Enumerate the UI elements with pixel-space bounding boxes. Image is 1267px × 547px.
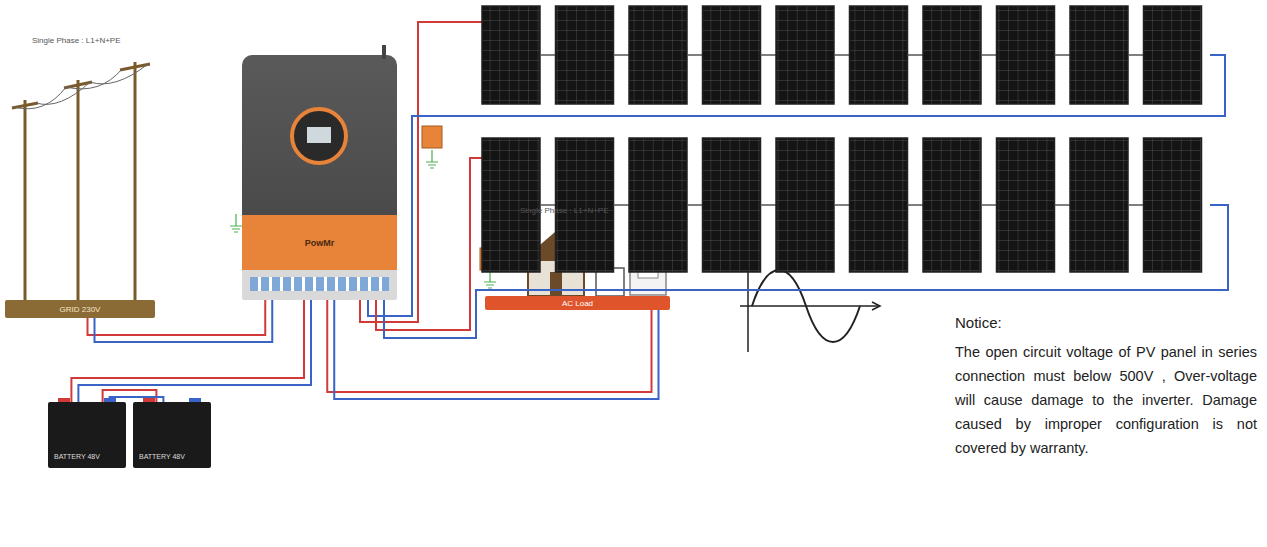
sine-curve	[752, 270, 860, 342]
dc-breaker	[422, 126, 442, 148]
ground-symbol	[230, 214, 242, 232]
panel-link	[981, 54, 997, 56]
antenna	[382, 45, 386, 59]
panel-link	[614, 54, 630, 56]
pv-panel	[776, 6, 834, 104]
notice-heading: Notice:	[955, 314, 1002, 331]
node-label: BATTERY 48V	[139, 453, 185, 460]
pv-panel	[923, 6, 981, 104]
power-line	[36, 64, 148, 104]
panel-link	[761, 204, 777, 206]
battery-terminal	[189, 398, 201, 402]
sine-wave	[740, 260, 880, 352]
panel-link	[1055, 54, 1071, 56]
grid-base: GRID 230V	[5, 300, 155, 318]
node-label: BATTERY 48V	[54, 453, 100, 460]
battery-terminal	[143, 398, 155, 402]
cable	[327, 300, 658, 399]
pv-panel	[482, 138, 540, 272]
cable	[103, 390, 164, 402]
pv-array	[482, 6, 1202, 272]
notice-text: The open circuit voltage of PV panel in …	[955, 340, 1257, 460]
pv-panel	[997, 138, 1055, 272]
phase-label: Single Phase : L1+N+PE	[32, 36, 121, 45]
pv-panel	[482, 6, 540, 104]
utility-poles	[12, 62, 150, 300]
crossbar	[120, 64, 150, 70]
battery-terminal	[58, 398, 70, 402]
pole	[77, 80, 80, 300]
axis-arrow	[872, 302, 880, 310]
phase-label: Single Phase : L1+N+PE	[520, 206, 609, 215]
pv-panel	[776, 138, 834, 272]
pole	[134, 62, 137, 300]
node-label: AC Load	[562, 299, 593, 308]
pv-panel	[997, 6, 1055, 104]
pv-panel	[1070, 6, 1128, 104]
panel-link	[834, 204, 850, 206]
cable-wire	[327, 300, 651, 392]
panel-link	[540, 204, 556, 206]
panel-link	[761, 54, 777, 56]
pv-panel	[629, 6, 687, 104]
axis	[747, 262, 749, 352]
panel-link	[1128, 54, 1144, 56]
pv-panel	[556, 6, 614, 104]
load-base: AC Load	[485, 296, 670, 310]
pv-panel	[850, 6, 908, 104]
house-door	[550, 272, 562, 296]
panel-link	[1128, 204, 1144, 206]
panel-link	[1055, 204, 1071, 206]
ground-symbol	[426, 150, 438, 168]
inverter-screen-display	[307, 127, 331, 143]
pv-panel	[850, 138, 908, 272]
power-line	[14, 69, 122, 109]
pv-panel	[629, 138, 687, 272]
panel-link	[687, 204, 703, 206]
node-label: GRID 230V	[60, 305, 101, 314]
battery: BATTERY 48V	[133, 402, 211, 468]
panel-link	[908, 204, 924, 206]
inverter: PowMr	[242, 55, 397, 300]
node-label: PowMr	[305, 238, 335, 248]
ground-symbol	[484, 272, 496, 288]
pv-panel	[556, 138, 614, 272]
pv-panel	[923, 138, 981, 272]
pv-panel	[1144, 138, 1202, 272]
pv-panel	[703, 138, 761, 272]
battery-terminal	[104, 398, 116, 402]
pv-panel	[1144, 6, 1202, 104]
pole	[24, 100, 27, 300]
panel-link	[614, 204, 630, 206]
panel-link	[540, 54, 556, 56]
terminal-strip	[250, 277, 389, 291]
panel-link	[687, 54, 703, 56]
panel-link	[834, 54, 850, 56]
panel-link	[908, 54, 924, 56]
panel-link	[981, 204, 997, 206]
pv-panel	[1070, 138, 1128, 272]
battery: BATTERY 48V	[48, 402, 126, 468]
cable-wire	[334, 300, 658, 399]
pv-panel	[703, 6, 761, 104]
